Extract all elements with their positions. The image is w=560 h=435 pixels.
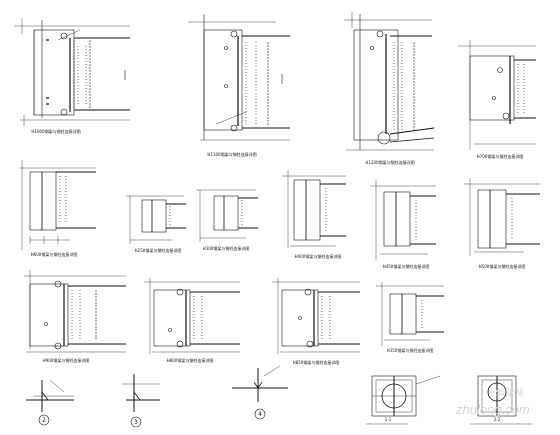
detail-h300 xyxy=(196,189,258,242)
detail-h850 xyxy=(272,278,360,354)
title-h800: H800钢梁与钢柱连接详图 xyxy=(167,357,214,363)
callout-4: 4 xyxy=(258,411,262,418)
title-h450: H450钢梁与钢柱连接详图 xyxy=(383,263,430,269)
title-h1000: H1000钢梁与钢柱连接详图 xyxy=(31,128,80,134)
detail-h1000 xyxy=(14,18,130,126)
weld-detail-3 xyxy=(122,374,160,428)
title-h500: H500钢梁与钢柱连接详图 xyxy=(479,263,526,269)
title-h1200: H1200钢梁与钢柱连接详图 xyxy=(365,159,414,165)
detail-h250 xyxy=(126,195,186,244)
title-h1100: H1100钢梁与钢柱连接详图 xyxy=(207,151,256,157)
detail-h350 xyxy=(376,282,444,346)
title-h700: H700钢梁与钢柱连接详图 xyxy=(477,153,524,159)
title-h400: H400钢梁与钢柱连接详图 xyxy=(295,253,342,259)
title-h850: H850钢梁与钢柱连接详图 xyxy=(293,359,340,365)
detail-h1200 xyxy=(344,12,435,151)
detail-h1100 xyxy=(188,14,290,141)
section-1-1 xyxy=(366,375,441,425)
title-h250: H250钢梁与钢柱连接详图 xyxy=(135,247,182,253)
watermark-chinese: 筑龙网 xyxy=(496,387,523,399)
detail-h450 xyxy=(370,180,436,260)
weld-detail-4 xyxy=(232,365,288,420)
title-h350: H350钢梁与钢柱连接详图 xyxy=(387,347,434,353)
detail-h800 xyxy=(144,278,240,354)
detail-h500 xyxy=(464,178,540,256)
title-h900: H900钢梁与钢柱连接详图 xyxy=(43,357,90,363)
title-h300: H300钢梁与钢柱连接详图 xyxy=(203,245,250,251)
detail-h600 xyxy=(20,160,96,250)
section-2-2 xyxy=(470,375,532,425)
callout-3: 3 xyxy=(134,419,138,426)
section-label-1-1: 1-1 xyxy=(385,417,392,422)
detail-h400 xyxy=(282,170,346,248)
title-h600: H600钢梁与钢柱连接详图 xyxy=(31,251,78,257)
detail-h700 xyxy=(458,40,536,150)
watermark-brand: zhulong.com xyxy=(455,402,530,417)
section-label-2-2: 2-2 xyxy=(494,417,501,422)
callout-2: 2 xyxy=(42,417,46,424)
weld-detail-2 xyxy=(26,379,74,426)
detail-h900 xyxy=(24,270,126,353)
